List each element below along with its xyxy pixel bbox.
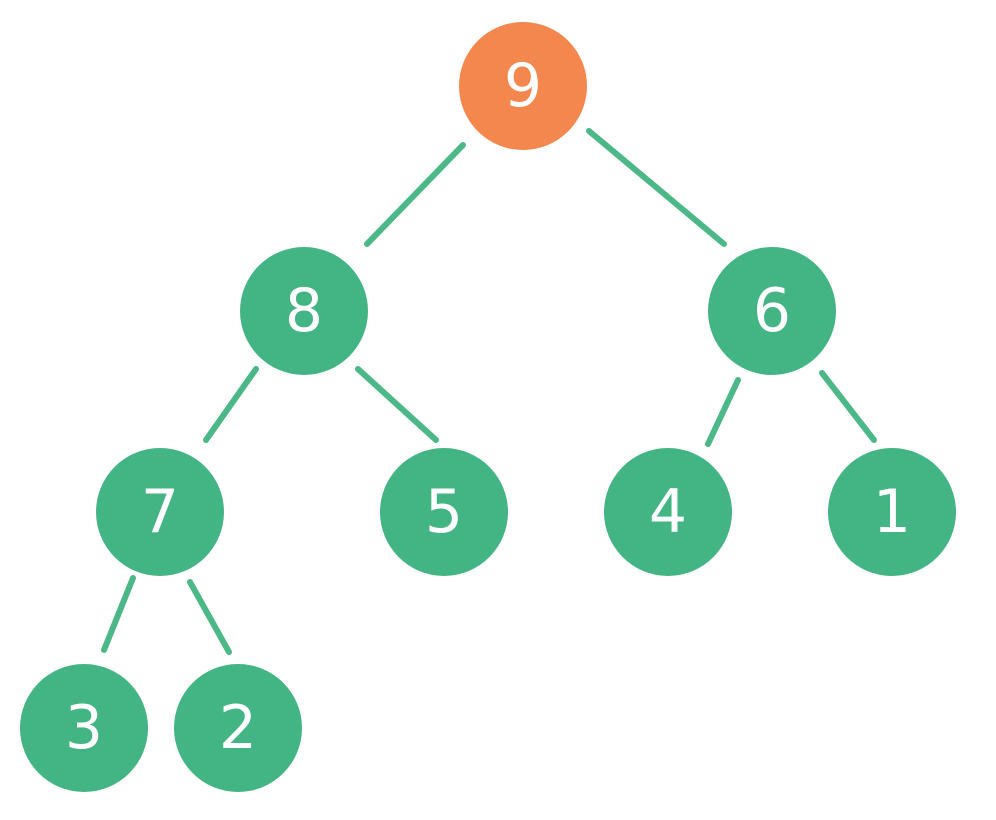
heap-node-3: 3 (20, 664, 148, 792)
node-circle (708, 247, 836, 375)
node-circle (380, 448, 508, 576)
node-layer: 9 8 6 7 5 4 1 3 (20, 22, 956, 792)
edge-9-8 (364, 142, 466, 247)
node-label: 9 (504, 51, 542, 121)
edge-8-7 (203, 366, 259, 443)
edge-layer (101, 128, 877, 655)
edge-6-1 (819, 370, 877, 443)
node-circle (96, 448, 224, 576)
heap-node-4: 4 (604, 448, 732, 576)
node-label: 5 (425, 477, 463, 547)
node-label: 3 (65, 693, 103, 763)
heap-node-5: 5 (380, 448, 508, 576)
node-label: 1 (873, 477, 911, 547)
heap-node-9: 9 (459, 22, 587, 150)
heap-node-6: 6 (708, 247, 836, 375)
heap-node-8: 8 (240, 247, 368, 375)
node-label: 6 (753, 276, 791, 346)
node-circle (174, 664, 302, 792)
edge-9-6 (586, 128, 727, 247)
node-circle (828, 448, 956, 576)
node-label: 4 (649, 477, 687, 547)
heap-node-2: 2 (174, 664, 302, 792)
edge-6-4 (705, 377, 741, 447)
node-circle (20, 664, 148, 792)
node-circle (459, 22, 587, 150)
heap-node-7: 7 (96, 448, 224, 576)
node-label: 2 (219, 693, 257, 763)
heap-node-1: 1 (828, 448, 956, 576)
edge-7-2 (187, 579, 232, 655)
edge-8-5 (355, 366, 439, 443)
edge-7-3 (101, 575, 136, 653)
node-circle (240, 247, 368, 375)
node-label: 8 (285, 276, 323, 346)
node-label: 7 (141, 477, 179, 547)
node-circle (604, 448, 732, 576)
